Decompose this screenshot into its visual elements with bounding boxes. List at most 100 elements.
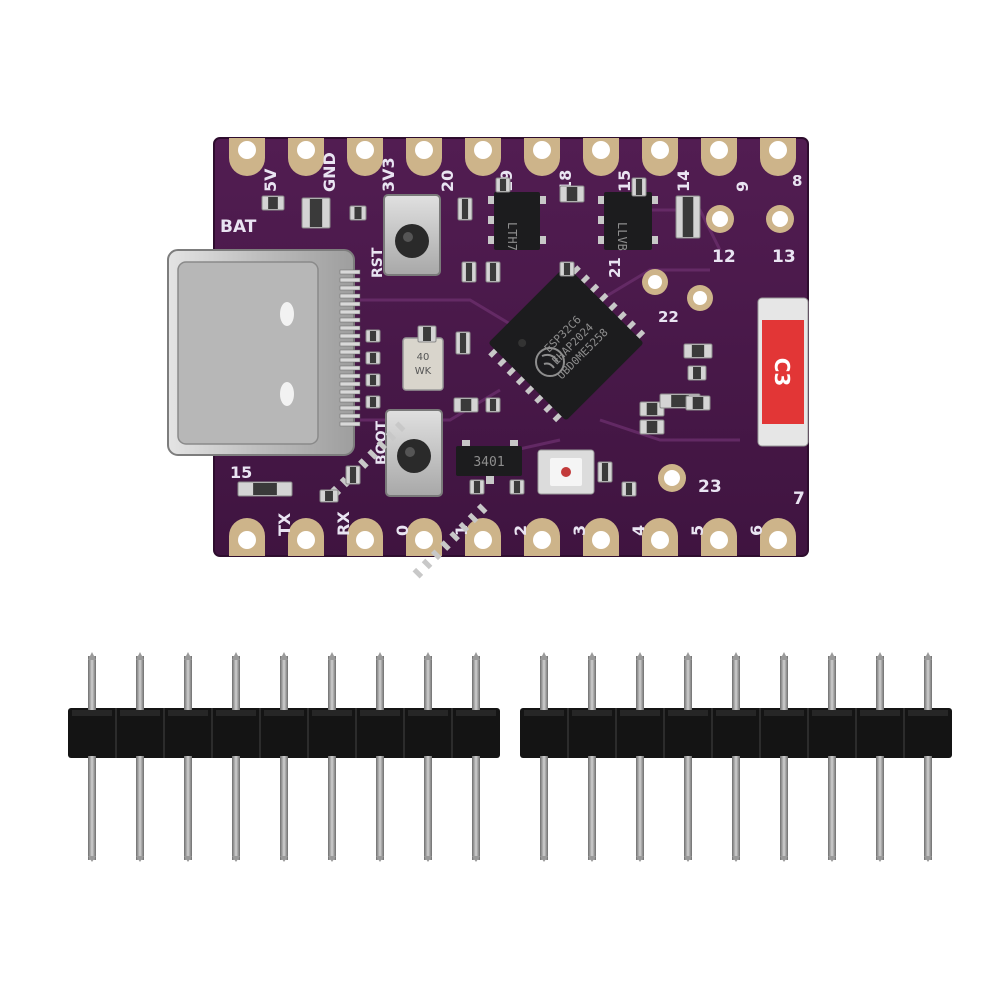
header-pin	[855, 652, 900, 862]
rgb-led	[537, 449, 595, 495]
svg-text:3401: 3401	[473, 455, 504, 470]
smd-component	[621, 481, 637, 497]
smd-component	[365, 395, 381, 409]
sot-chip-llvb: LLVB	[598, 192, 658, 251]
mounting-holes	[642, 205, 794, 492]
castellated-pad	[642, 138, 678, 176]
smd-component	[237, 481, 293, 497]
header-pin	[711, 652, 756, 862]
smd-component	[485, 261, 501, 283]
smd-component	[469, 479, 485, 495]
castellated-pad	[583, 518, 619, 556]
castellated-pad	[465, 518, 501, 556]
castellated-pad	[583, 138, 619, 176]
mcu-chip: ESP32C6 EHAP2024 UBD0ME5258	[330, 265, 646, 579]
bottom-pad-row	[229, 518, 796, 556]
top-pin-label: 14	[674, 170, 693, 192]
smd-component	[457, 197, 473, 221]
top-pin-label: 5V	[261, 168, 280, 192]
label-8: 8	[792, 172, 802, 190]
label-15: 15	[230, 463, 252, 482]
top-pad-row	[229, 138, 796, 176]
top-pin-label: GND	[320, 152, 339, 192]
label-bat: BAT	[220, 217, 257, 237]
castellated-pad	[642, 518, 678, 556]
top-pin-label: 9	[733, 181, 752, 192]
smd-component	[455, 331, 471, 355]
smd-component	[453, 397, 479, 413]
bottom-pin-label: TX	[275, 512, 294, 536]
label-22: 22	[658, 308, 679, 326]
smd-component	[365, 329, 381, 343]
pin-header-right	[520, 652, 952, 862]
top-pin-label: 15	[615, 170, 634, 192]
smd-component	[461, 261, 477, 283]
header-pin	[355, 652, 400, 862]
label-13: 13	[772, 247, 796, 267]
castellated-pad	[465, 138, 501, 176]
label-12: 12	[712, 247, 736, 267]
smd-component	[639, 419, 665, 435]
bottom-pin-label: 5	[688, 525, 707, 536]
top-pin-label: 3V3	[379, 157, 398, 192]
crystal: 40 WK	[402, 337, 444, 391]
header-pin	[567, 652, 612, 862]
header-pin	[615, 652, 660, 862]
castellated-pad	[524, 138, 560, 176]
svg-text:C3: C3	[770, 358, 794, 387]
header-pin	[72, 652, 112, 862]
label-rst: RST	[370, 247, 386, 278]
rst-button	[383, 194, 441, 276]
chip-antenna: C3	[757, 297, 809, 447]
castellated-pad	[701, 138, 737, 176]
castellated-pad	[760, 518, 796, 556]
bottom-pin-label: 2	[511, 525, 530, 536]
usb-c-icon	[167, 249, 361, 456]
top-pin-label: 20	[438, 170, 457, 192]
svg-text:LLVB: LLVB	[615, 222, 629, 251]
bottom-pin-label: 1	[452, 525, 471, 536]
header-pin	[451, 652, 496, 862]
smd-component	[261, 195, 285, 211]
header-pin	[163, 652, 208, 862]
castellated-pad	[288, 518, 324, 556]
smd-component	[319, 489, 339, 503]
smd-component	[685, 395, 711, 411]
bottom-pin-label: RX	[334, 511, 353, 536]
header-pin	[307, 652, 352, 862]
sot-chip-lth7: LTH7	[488, 192, 546, 251]
svg-text:WK: WK	[415, 366, 432, 377]
label-7: 7	[793, 489, 805, 509]
header-pin	[403, 652, 448, 862]
smd-component	[495, 177, 511, 193]
header-pin	[115, 652, 160, 862]
bottom-pin-label: 4	[629, 525, 648, 536]
smd-component	[683, 343, 713, 359]
smd-component	[639, 401, 665, 417]
castellated-pad	[347, 518, 383, 556]
smd-component	[675, 195, 701, 239]
svg-text:40: 40	[417, 352, 430, 363]
smd-component	[509, 479, 525, 495]
smd-component	[485, 397, 501, 413]
smd-component	[417, 325, 437, 343]
boot-button	[385, 409, 443, 497]
bottom-pin-label: 0	[393, 525, 412, 536]
header-pin	[211, 652, 256, 862]
castellated-pad	[760, 138, 796, 176]
header-pin	[524, 652, 564, 862]
header-pin	[903, 652, 948, 862]
header-pin	[807, 652, 852, 862]
smd-component	[365, 373, 381, 387]
smd-component	[349, 205, 367, 221]
smd-component	[597, 461, 613, 483]
bottom-pin-label: 3	[570, 525, 589, 536]
svg-text:LTH7: LTH7	[505, 222, 519, 251]
castellated-pad	[229, 138, 265, 176]
castellated-pad	[524, 518, 560, 556]
smd-component	[345, 465, 361, 485]
side-labels: BAT RST BOOT 15 12 13 21 22 23 7 8	[220, 172, 805, 509]
header-pin	[663, 652, 708, 862]
